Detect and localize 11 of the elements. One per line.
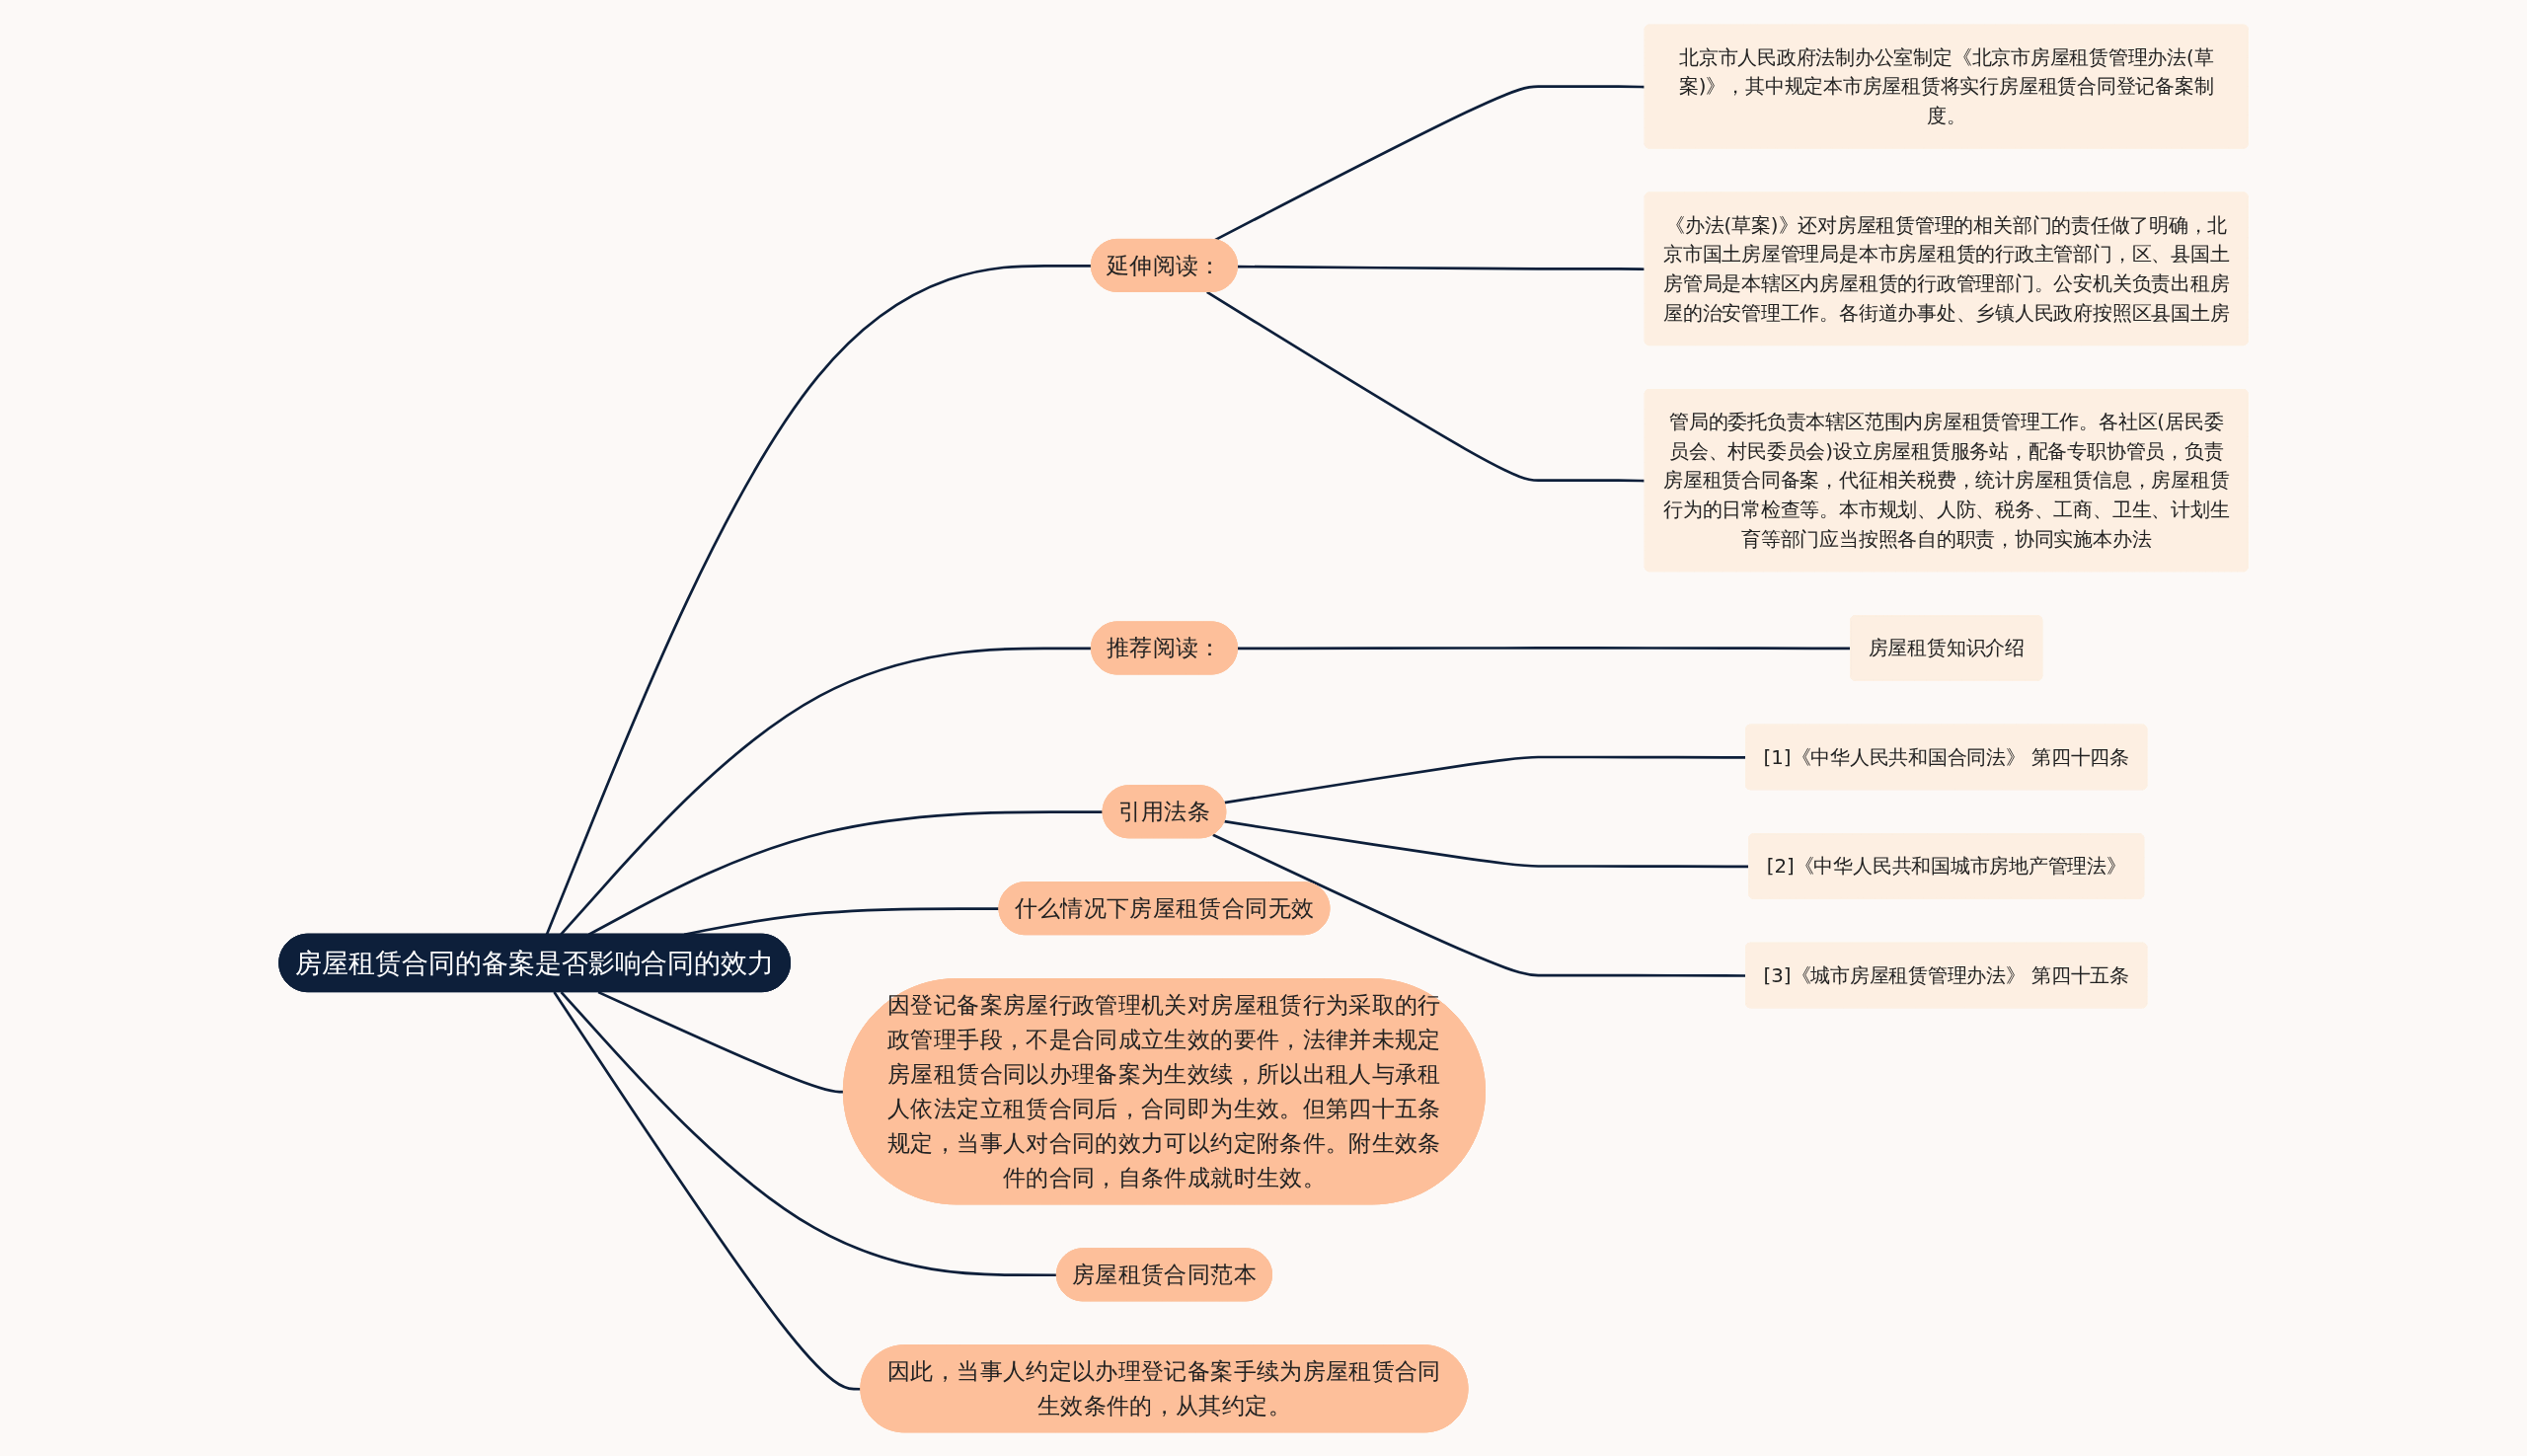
- connector: [1212, 833, 1747, 977]
- connector: [545, 264, 1092, 935]
- connector: [1237, 265, 1646, 270]
- connector: [1206, 290, 1646, 482]
- connector: [560, 990, 1057, 1276]
- connector: [1224, 755, 1747, 804]
- connector: [1224, 819, 1750, 868]
- connector: [1214, 84, 1646, 241]
- connector: [553, 990, 862, 1391]
- connector: [1237, 646, 1852, 650]
- connector: [597, 990, 844, 1094]
